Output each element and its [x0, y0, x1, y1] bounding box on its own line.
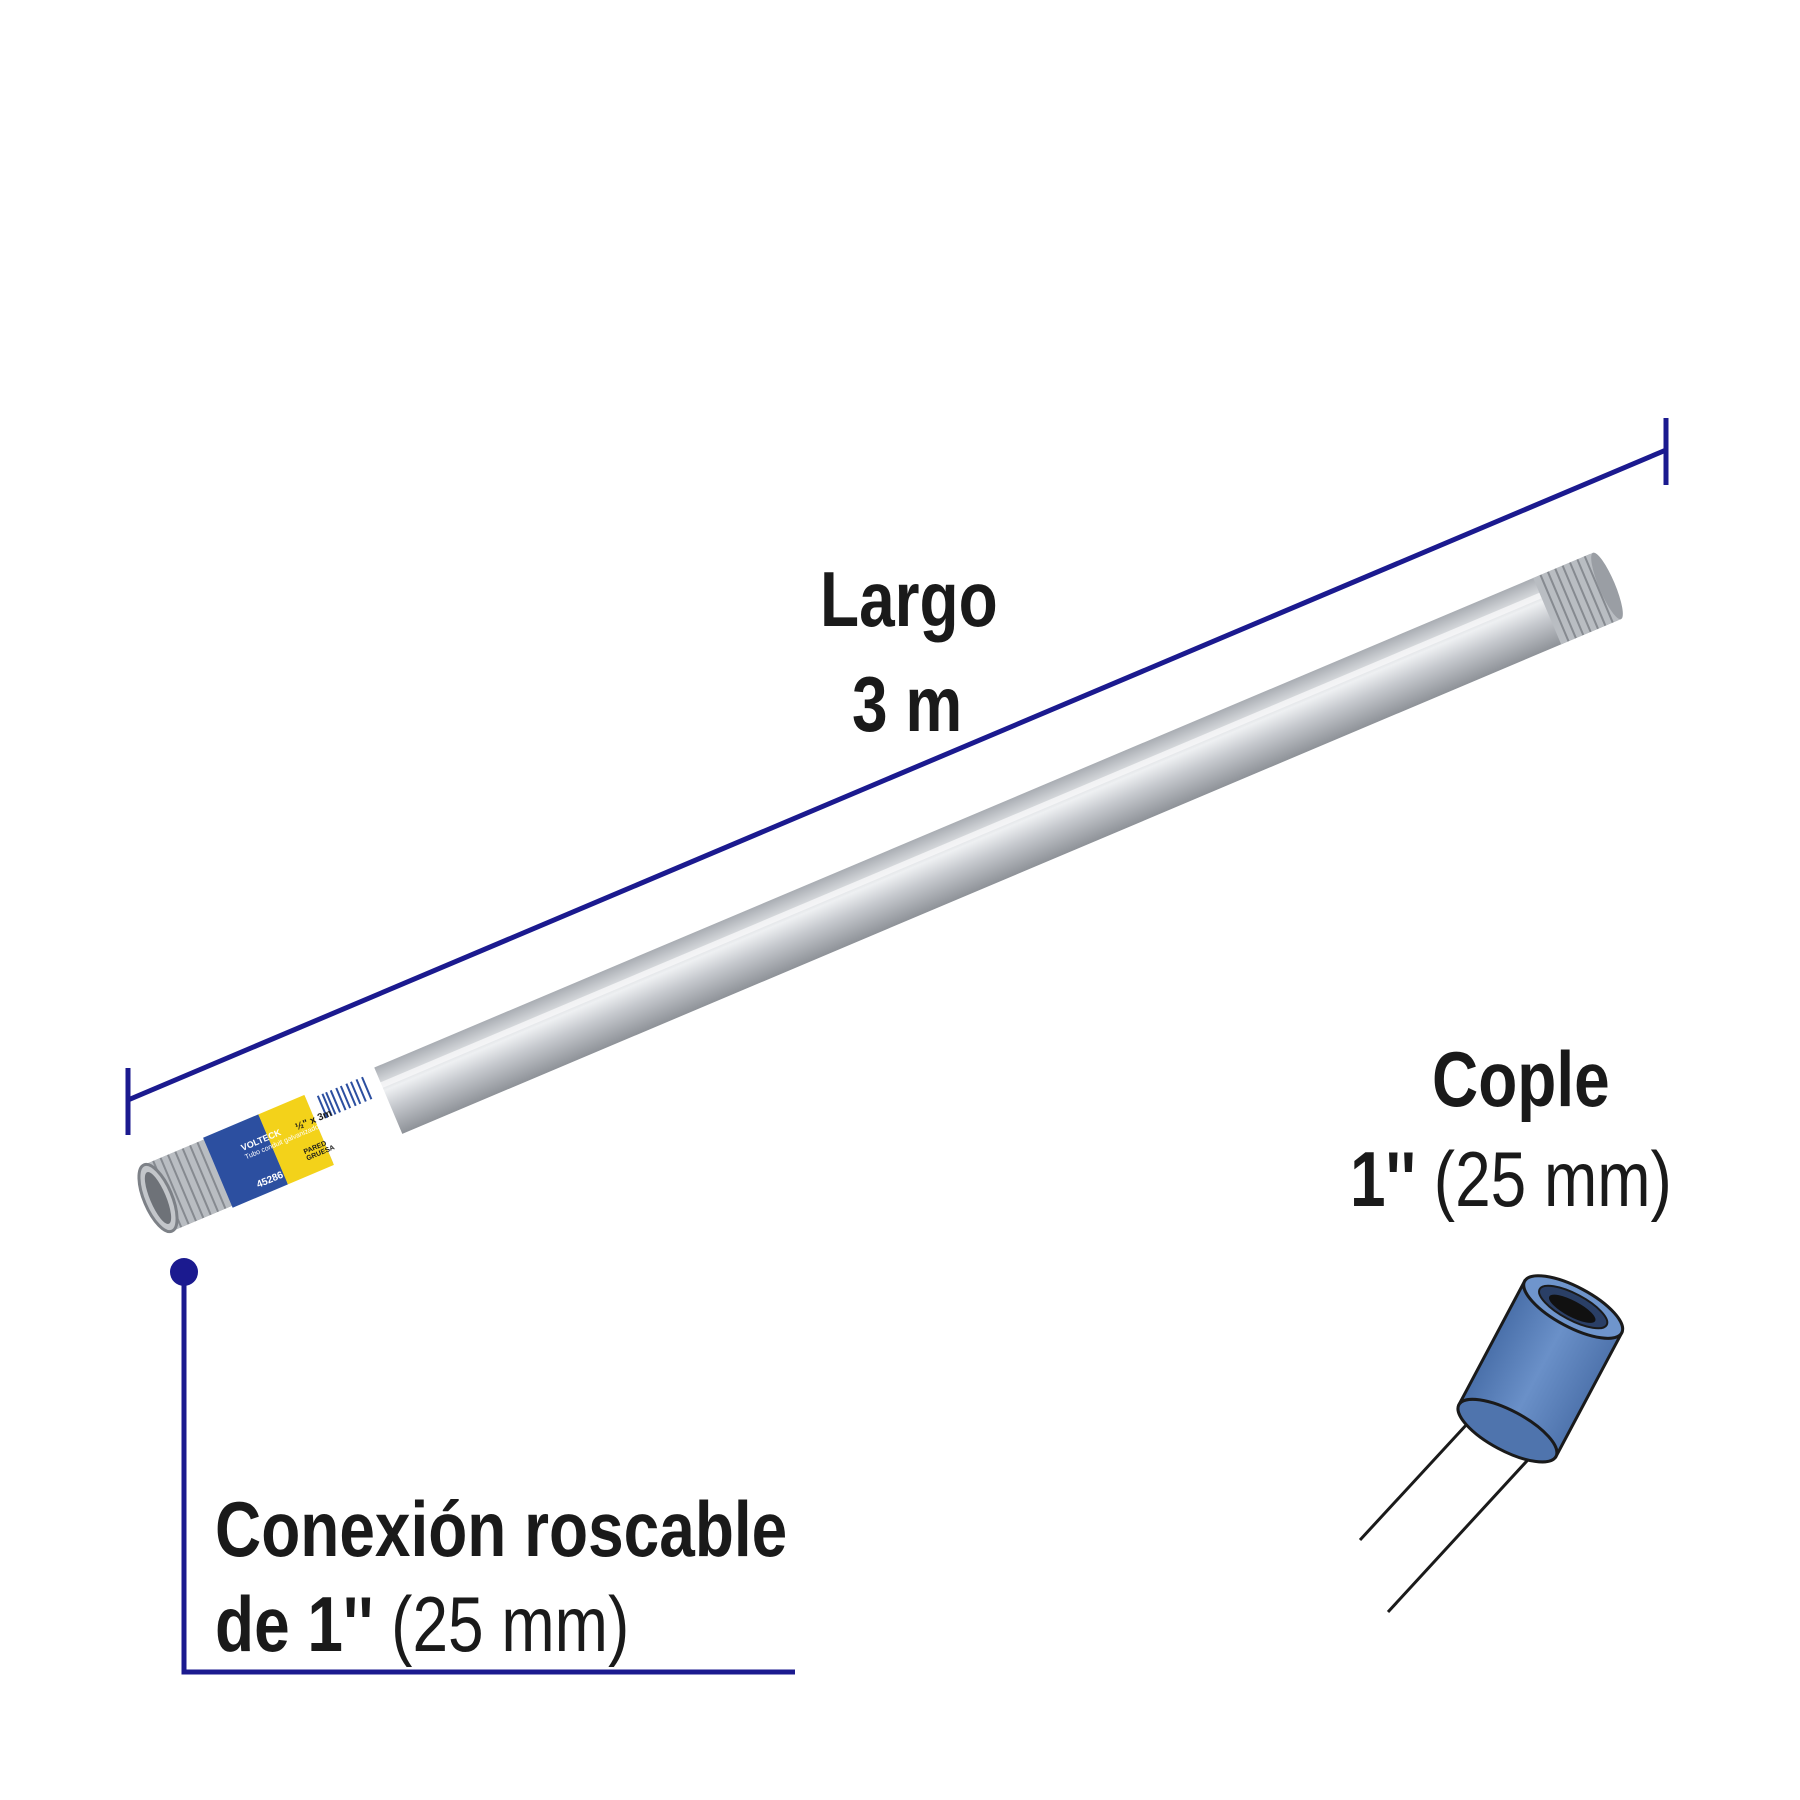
thread-size-metric: (25 mm) [391, 1580, 630, 1668]
thread-end-far [1533, 552, 1623, 645]
length-value: 3 m [852, 660, 963, 748]
conduit-pipe [137, 552, 1623, 1234]
coupling-title: Cople [1432, 1035, 1610, 1123]
thread-connection-title: Conexión roscable [215, 1485, 788, 1573]
length-title: Largo [820, 555, 998, 643]
thread-callout-line [181, 1272, 795, 1675]
thread-size-inch: de 1'' [215, 1580, 374, 1668]
coupling-icon [1358, 1274, 1625, 1614]
label-wall: PARED GRUESA [302, 1140, 336, 1163]
length-dimension-line [125, 418, 1669, 1135]
product-label [203, 1065, 404, 1208]
coupling-size-metric: (25 mm) [1433, 1135, 1672, 1223]
callout-dot [170, 1258, 198, 1286]
coupling-size-inch: 1'' [1350, 1135, 1416, 1223]
label-code: 45286 [255, 1169, 286, 1191]
thread-connection-size: de 1'' (25 mm) [215, 1585, 629, 1663]
coupling-size: 1'' (25 mm) [1350, 1140, 1672, 1218]
